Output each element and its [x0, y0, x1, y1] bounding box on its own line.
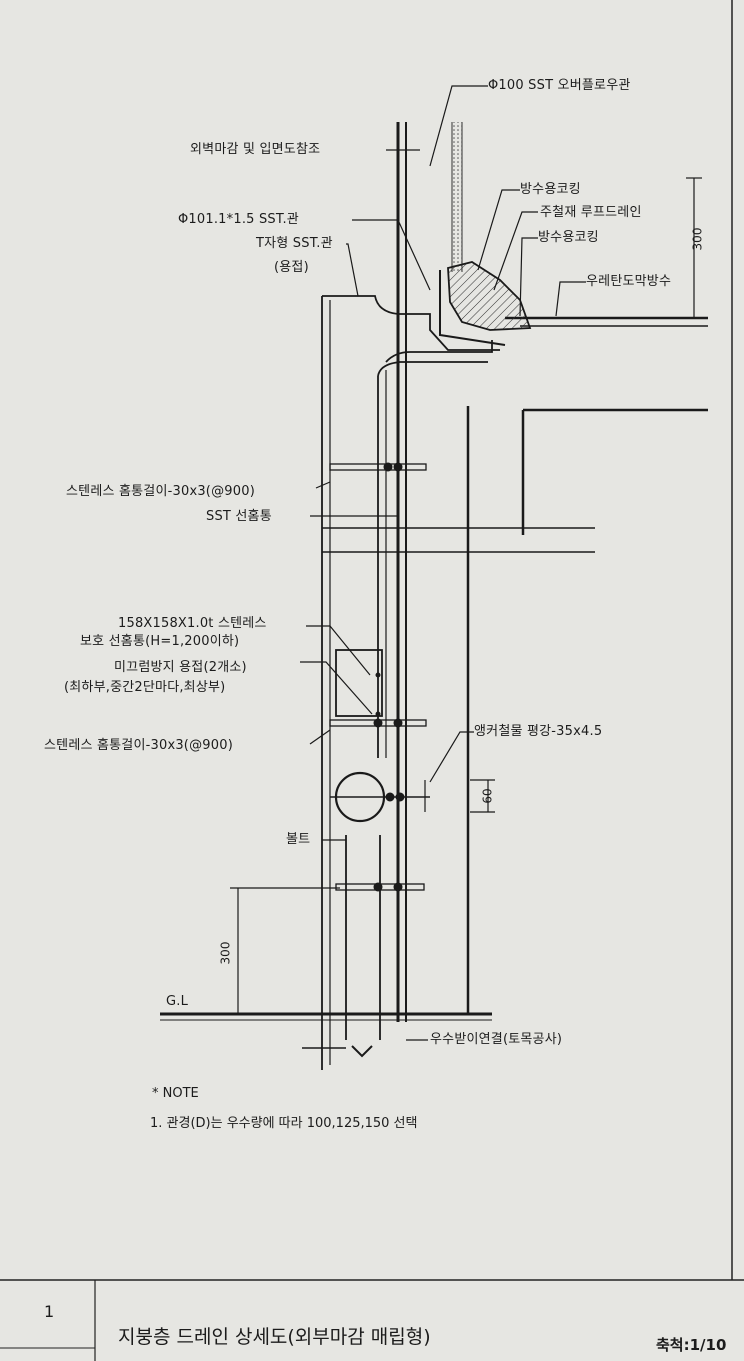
bottom-outlet — [302, 835, 381, 1058]
pipe-section — [330, 771, 430, 823]
label-rain-connection: 우수받이연결(토목공사) — [430, 1032, 563, 1047]
note-title: * NOTE — [152, 1086, 199, 1101]
ground-line — [160, 1012, 492, 1021]
hangers — [329, 462, 427, 892]
label-anchor: 앵커철물 평강-35x4.5 — [474, 724, 603, 739]
roof-drain — [439, 261, 532, 346]
roof-slab — [322, 316, 708, 553]
label-t-pipe-note: (용접) — [274, 260, 309, 275]
label-weld-1: 미끄럼방지 용접(2개소) — [114, 660, 247, 675]
label-sst-pipe: Φ101.1*1.5 SST.관 — [178, 212, 299, 227]
label-weld-2: (최하부,중간2단마다,최상부) — [64, 680, 226, 695]
note-line-1: 1. 관경(D)는 우수량에 따라 100,125,150 선택 — [150, 1116, 418, 1131]
title-number: 1 — [44, 1302, 55, 1321]
label-sst-downpipe: SST 선홈통 — [206, 509, 272, 524]
downpipe-connection — [321, 295, 500, 1070]
label-hanger-2: 스텐레스 홈통걸이-30x3(@900) — [44, 738, 233, 753]
label-urethane: 우레탄도막방수 — [586, 274, 672, 289]
label-guard-pipe-2: 보호 선홈통(H=1,200이하) — [80, 634, 240, 649]
leader-lines — [300, 85, 586, 1041]
label-gl: G.L — [166, 994, 189, 1009]
label-waterproof-caulking-1: 방수용코킹 — [520, 182, 581, 197]
label-t-pipe: T자형 SST.관 — [256, 236, 333, 251]
dimension-lines — [230, 177, 702, 1015]
label-waterproof-caulking-2: 방수용코킹 — [538, 230, 599, 245]
dim-60: 60 — [480, 788, 495, 804]
drawing-scale: 축척:1/10 — [656, 1336, 727, 1354]
label-bolt: 볼트 — [286, 832, 311, 847]
overflow-pipe — [451, 122, 463, 272]
label-guard-pipe-1: 158X158X1.0t 스텐레스 — [118, 616, 267, 631]
label-cast-roof-drain: 주철재 루프드레인 — [540, 205, 642, 220]
drawing-title: 지붕층 드레인 상세도(외부마감 매립형) — [118, 1326, 431, 1348]
guard-pipe — [335, 649, 383, 717]
label-hanger-1: 스텐레스 홈통걸이-30x3(@900) — [66, 484, 255, 499]
label-exterior-finish: 외벽마감 및 입면도참조 — [190, 142, 321, 157]
label-overflow-pipe: Φ100 SST 오버플로우관 — [488, 78, 631, 93]
wall-lines — [396, 122, 708, 1022]
dim-top-300: 300 — [690, 227, 705, 251]
dim-bottom-300: 300 — [218, 941, 233, 965]
